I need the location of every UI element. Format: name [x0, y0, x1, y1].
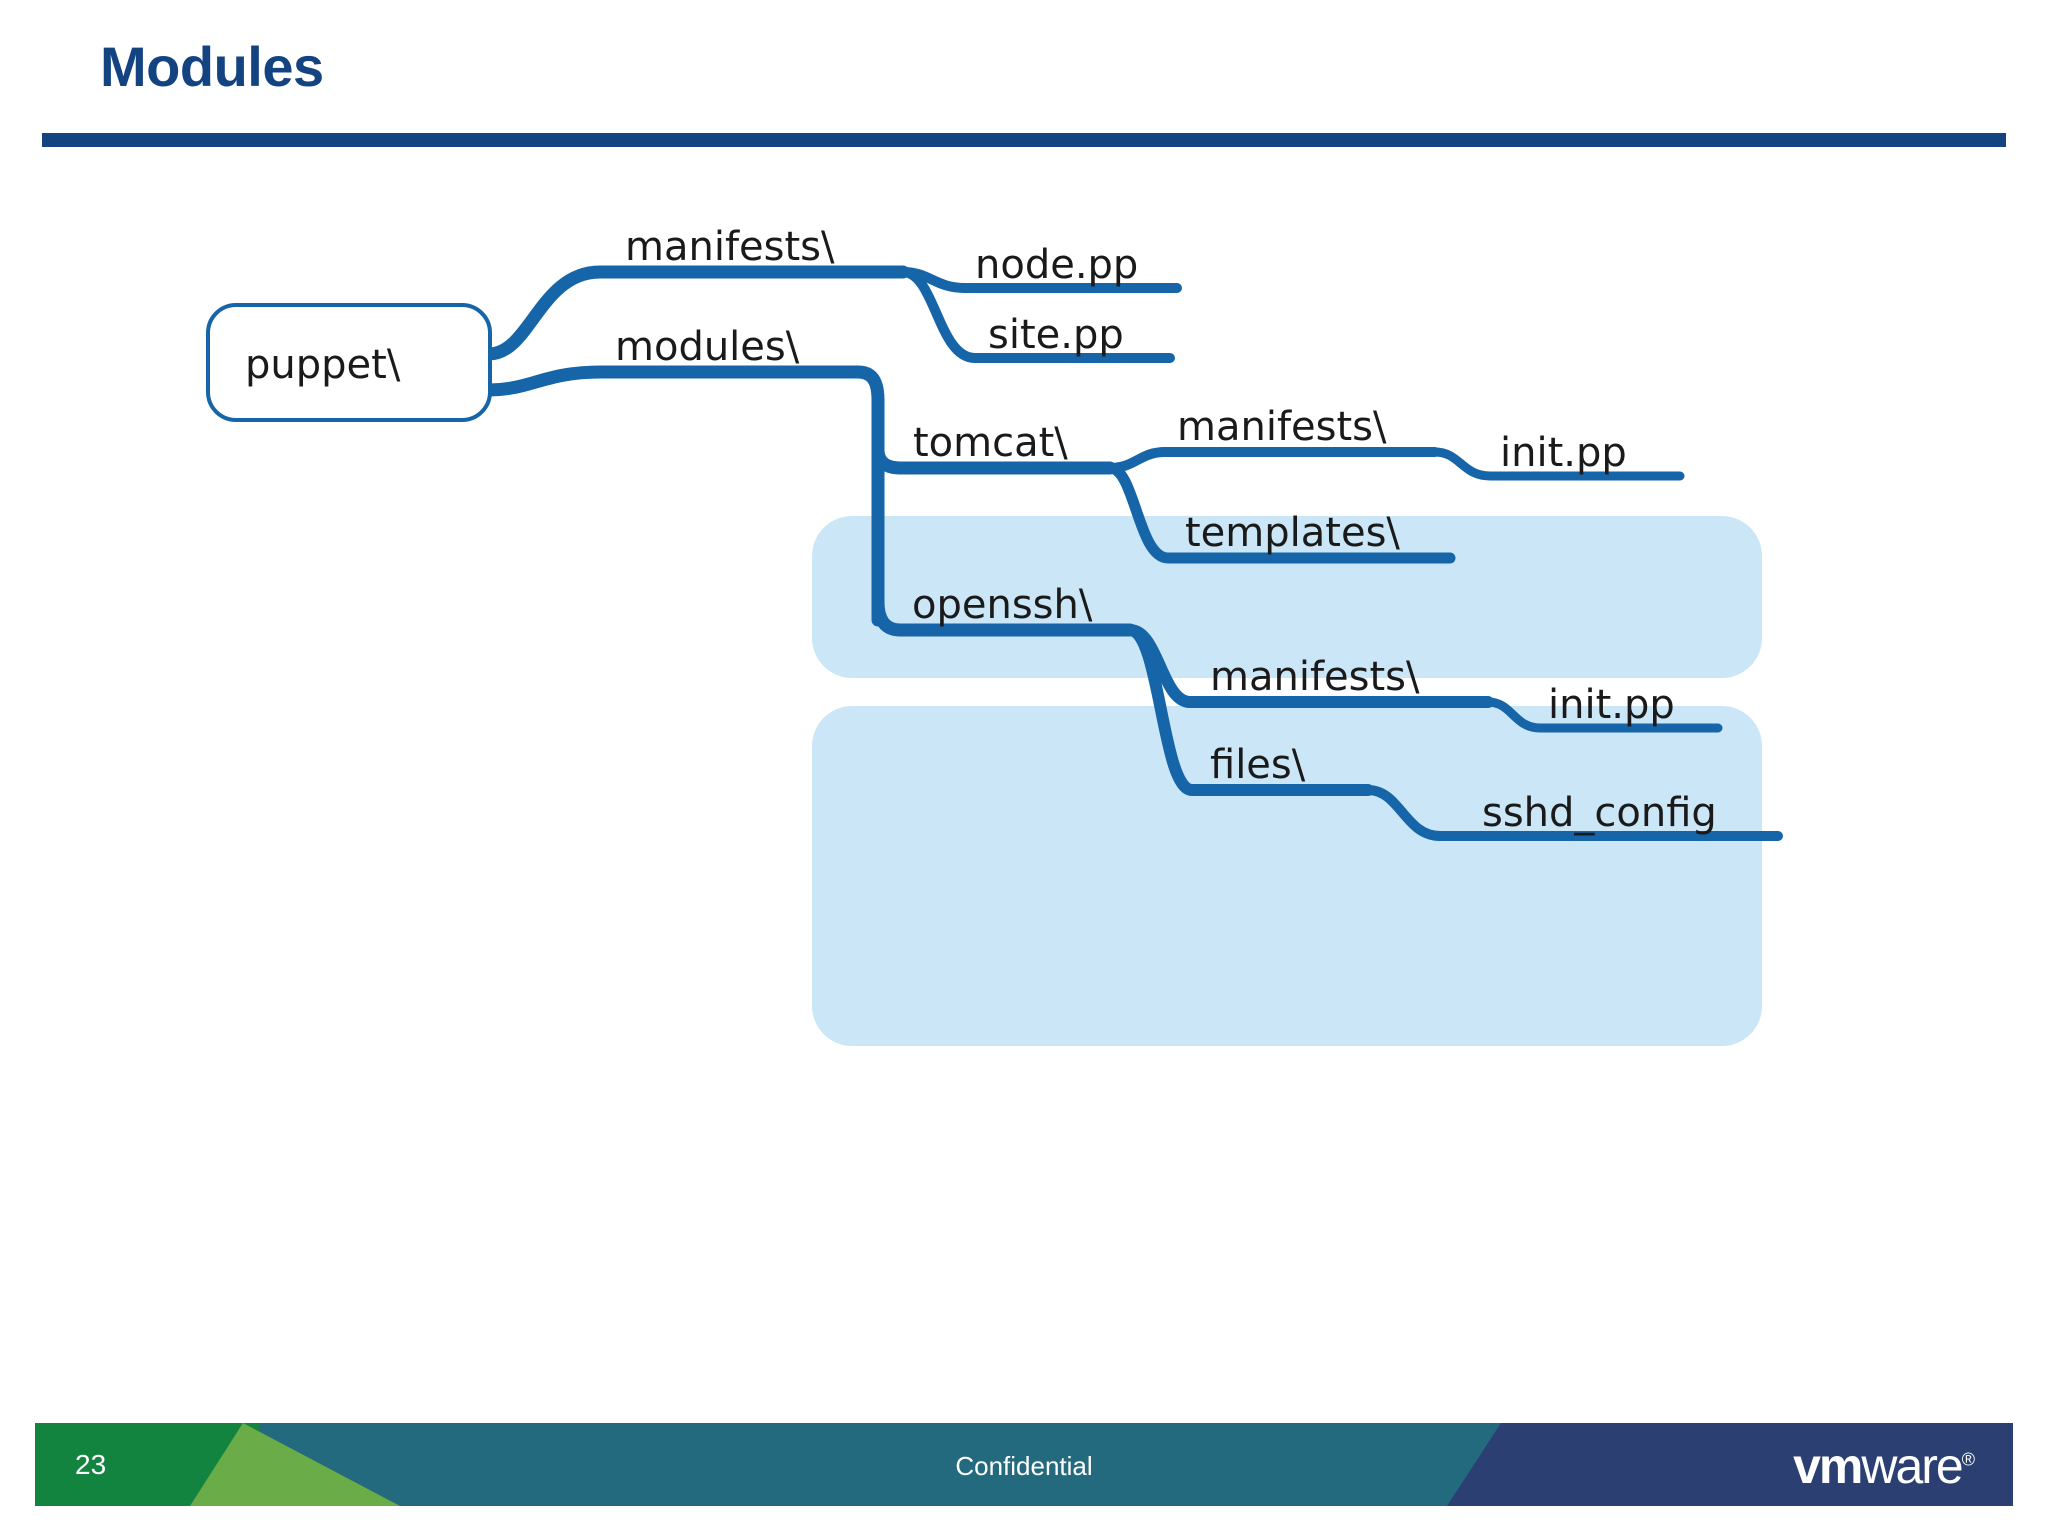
label-openssh-files: files\ [1210, 742, 1306, 788]
module-tree-diagram: puppet\ manifests\ node.pp site.pp modul… [0, 150, 2048, 1410]
branch-manifests-to-sitepp [898, 267, 1175, 363]
label-openssh: openssh\ [912, 582, 1093, 628]
footer-navy-block [1447, 1423, 2013, 1506]
label-modules: modules\ [615, 324, 800, 370]
branch-root-to-modules [482, 365, 885, 407]
registered-mark: ® [1961, 1449, 1975, 1470]
slide-footer [35, 1423, 2013, 1506]
branch-modules-to-tomcat [871, 443, 1117, 475]
label-tomcat-templates: templates\ [1185, 510, 1400, 556]
branch-root-to-manifests [482, 265, 910, 361]
vmware-logo-light: ware [1861, 1438, 1963, 1494]
branch-tomcat-to-manifests [1105, 447, 1440, 473]
label-sshd-config: sshd_config [1482, 790, 1717, 836]
branch-files-to-sshdconfig [1363, 785, 1783, 841]
branch-openssh-to-files [1124, 624, 1374, 796]
footer-green-triangle [190, 1423, 400, 1506]
vmware-logo-bold: vm [1793, 1438, 1863, 1494]
confidential-label: Confidential [955, 1451, 1093, 1481]
branch-modules-to-openssh [871, 595, 1137, 637]
vmware-logo: vmware® [1793, 1437, 1975, 1495]
page-number: 23 [75, 1449, 107, 1480]
root-node-label: puppet\ [245, 342, 401, 388]
label-tomcat-manifests: manifests\ [1177, 404, 1387, 450]
label-manifests-top: manifests\ [625, 224, 835, 270]
tomcat-module-panel [812, 516, 1762, 678]
label-site-pp: site.pp [988, 312, 1124, 358]
branch-tomcat-manifests-to-initpp [1430, 447, 1685, 481]
openssh-module-panel [812, 706, 1762, 1046]
branch-tomcat-to-templates [1104, 462, 1456, 564]
root-node-box[interactable] [206, 303, 492, 422]
label-tomcat-init-pp: init.pp [1500, 430, 1627, 476]
branch-openssh-manifests-to-initpp [1483, 697, 1723, 733]
label-openssh-manifests: manifests\ [1210, 654, 1420, 700]
page-title: Modules [100, 35, 324, 98]
title-divider [42, 133, 2006, 147]
label-node-pp: node.pp [975, 242, 1138, 288]
label-tomcat: tomcat\ [913, 420, 1068, 466]
label-openssh-init-pp: init.pp [1548, 682, 1675, 728]
